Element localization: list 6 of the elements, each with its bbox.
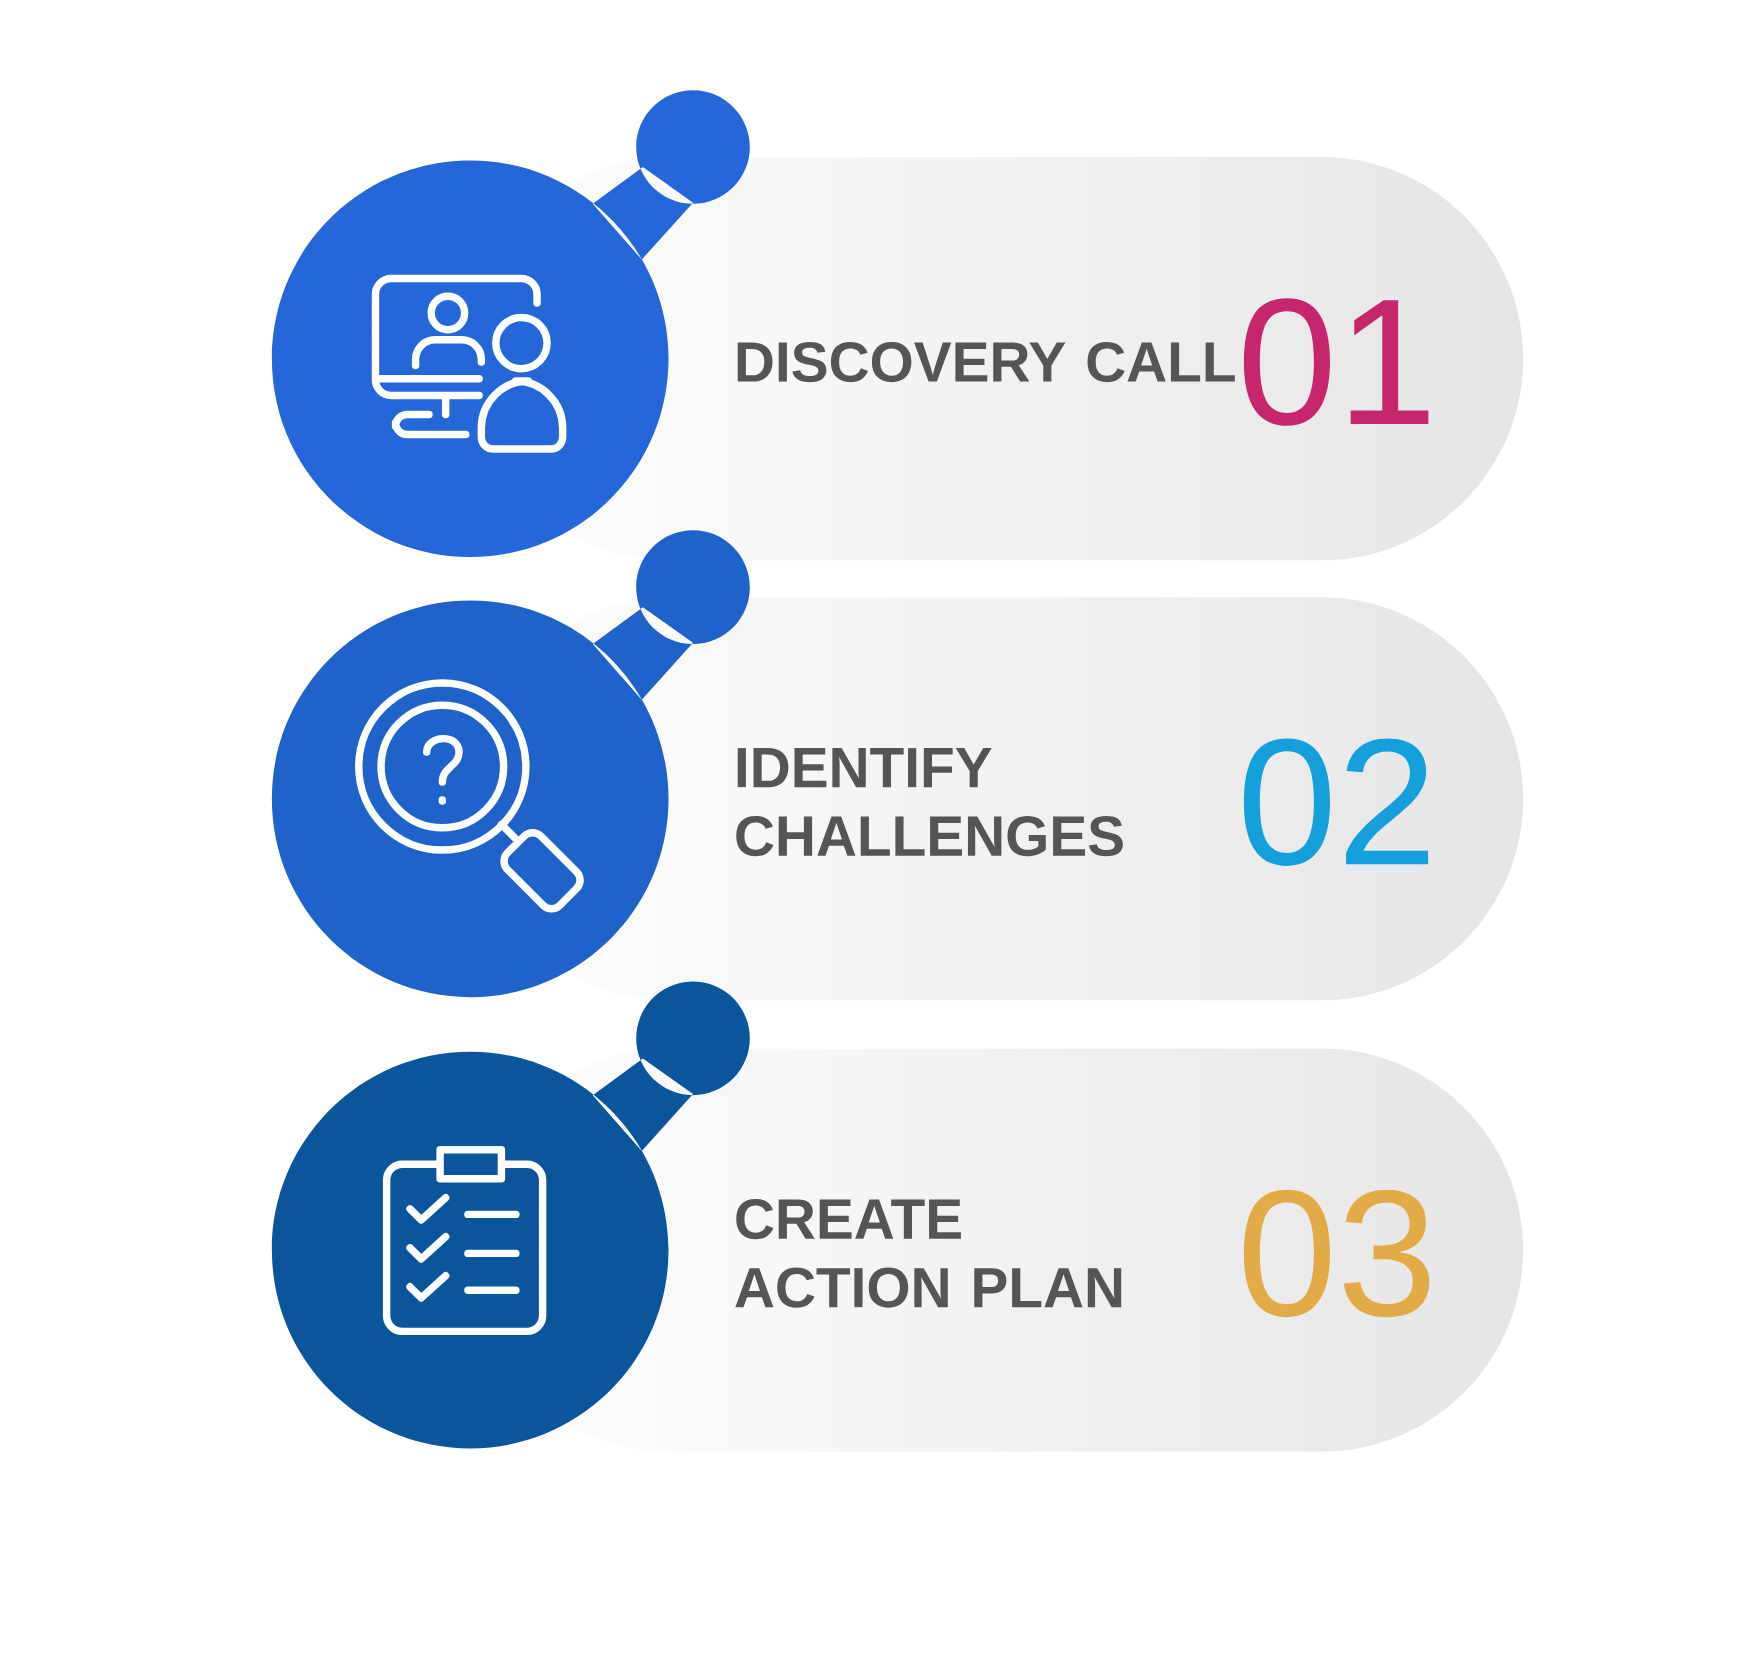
step-title: CREATE ACTION PLAN	[735, 1199, 1122, 1308]
step-title: DISCOVERY CALL	[737, 342, 1235, 383]
step-title: IDENTIFY CHALLENGES	[736, 748, 1123, 857]
step-number: 02	[1243, 738, 1429, 867]
step-number: 01	[1243, 298, 1429, 427]
step-number: 03	[1243, 1189, 1430, 1318]
